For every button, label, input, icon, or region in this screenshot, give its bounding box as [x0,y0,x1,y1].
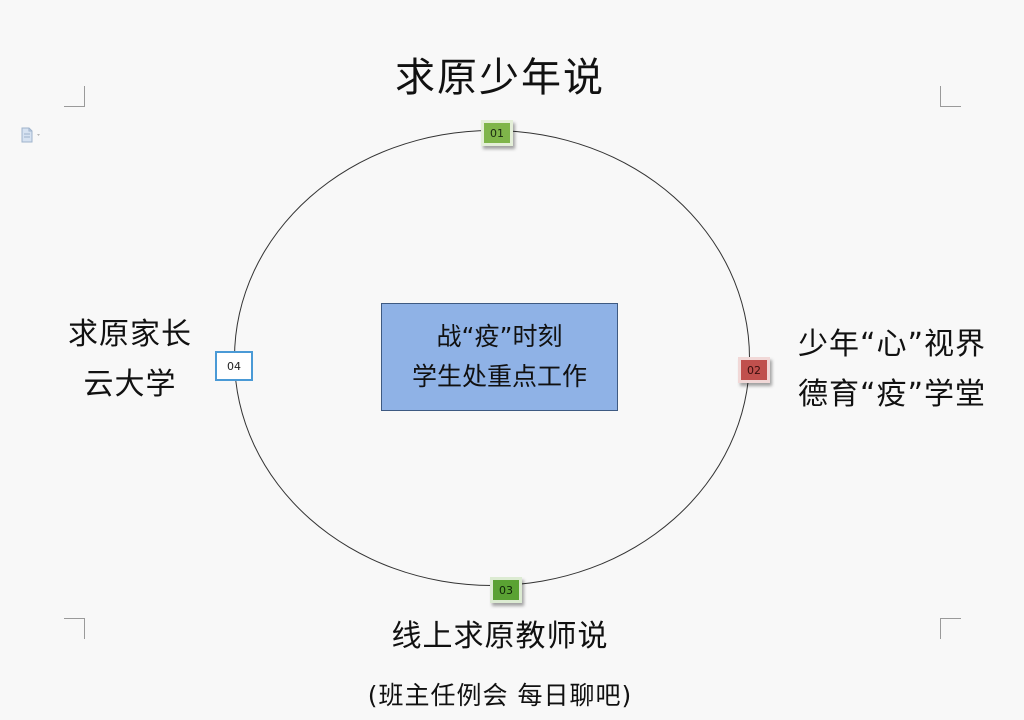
node-marker-02: 02 [738,357,770,383]
node-04-line-1: 求原家长 [68,317,192,352]
crop-mark-bottom-left [64,618,85,639]
node-03-line-2: (班主任例会 每日聊吧) [367,681,633,710]
node-marker-01: 01 [481,120,513,146]
node-label-02: 少年“心”视界 德育“疫”学堂 [772,320,1012,420]
node-04-line-2: 云大学 [83,367,177,402]
document-icon[interactable] [20,127,46,143]
node-02-line-1: 少年“心”视界 [797,327,987,362]
diagram-title: 求原少年说 [395,55,605,101]
center-box: 战“疫”时刻 学生处重点工作 [381,303,618,411]
crop-mark-bottom-right [940,618,961,639]
node-marker-04: 04 [215,351,253,381]
node-02-line-2: 德育“疫”学堂 [797,377,987,412]
node-03-line-1: 线上求原教师说 [391,619,609,654]
crop-mark-top-right [940,86,961,107]
node-label-04: 求原家长 云大学 [40,310,220,410]
center-line-1: 战“疫”时刻 [436,322,563,351]
center-line-2: 学生处重点工作 [411,362,587,391]
crop-mark-top-left [64,86,85,107]
node-marker-03: 03 [490,577,522,603]
